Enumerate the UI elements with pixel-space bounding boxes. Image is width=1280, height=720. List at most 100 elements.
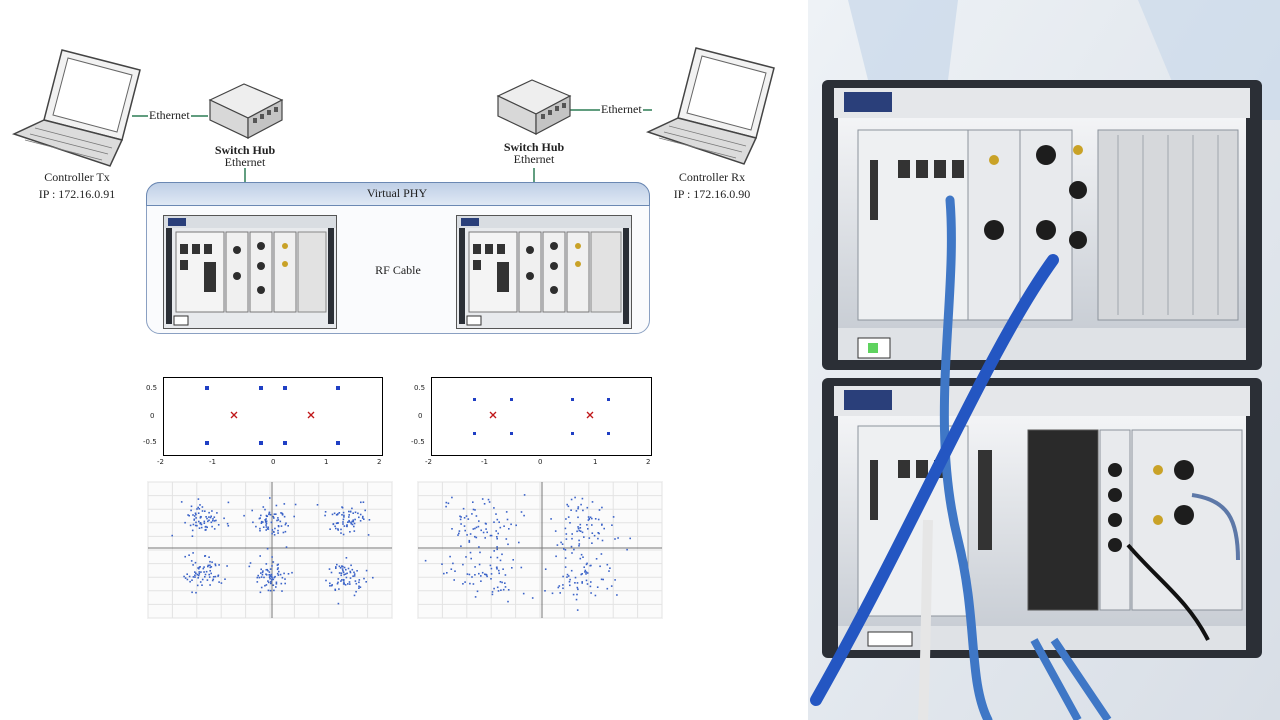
scatter-point (346, 572, 348, 575)
scatter-point (206, 579, 209, 581)
scatter-point (343, 573, 345, 576)
scatter-point (576, 582, 579, 584)
scatter-point (564, 557, 567, 559)
scatter-point (480, 580, 482, 582)
scatter-point (467, 518, 470, 520)
scatter-point (579, 523, 582, 526)
scatter-point (484, 522, 487, 525)
scatter-point (577, 588, 579, 591)
scatter-point (343, 579, 345, 581)
scatter-point (351, 520, 353, 523)
scatter-point (490, 534, 493, 537)
scatter-point (531, 597, 534, 599)
scatter-point (208, 516, 210, 518)
scatter-point (587, 516, 590, 518)
scatter-point (466, 534, 468, 536)
scatter-point (346, 524, 348, 526)
constellation-right-markers (473, 398, 610, 435)
scatter-point (194, 576, 196, 578)
constellation-left-markers (205, 386, 340, 445)
scatter-point (180, 501, 183, 503)
scatter-point (199, 517, 202, 519)
scatter-point (348, 516, 350, 518)
scatter-point (259, 591, 262, 594)
scatter-point (575, 510, 578, 512)
scatter-point (584, 569, 587, 572)
scatter-point (597, 537, 599, 540)
chassis-rx-modules (457, 216, 631, 328)
scatter-point (268, 574, 270, 576)
scatter-point (601, 506, 603, 509)
scatter-point (498, 572, 500, 575)
scatter-point (362, 515, 364, 518)
scatter-point (614, 538, 616, 540)
scatter-point (214, 564, 217, 567)
scatter-point (523, 494, 526, 496)
scatter-point (281, 576, 284, 579)
scatter-point (505, 511, 508, 513)
scatter-point (190, 505, 193, 508)
scatter-point (335, 566, 337, 568)
scatter-point (194, 561, 197, 564)
scatter-point (550, 518, 552, 520)
scatter-point (349, 577, 352, 579)
ethernet-cable-upper (939, 195, 993, 720)
scatter-point (591, 501, 594, 503)
scatter-point (255, 525, 257, 528)
scatter-point (276, 564, 279, 566)
scatter-point (259, 527, 261, 530)
scatter-point (209, 560, 211, 563)
scatter-point (586, 524, 588, 526)
scatter-point (197, 506, 199, 509)
scatter-point (475, 526, 478, 529)
scatter-point (330, 584, 333, 587)
scatter-point (626, 548, 628, 551)
scatter-point (218, 564, 220, 566)
scatter-point (459, 518, 462, 521)
scatter-point (352, 512, 354, 514)
scatter-point (367, 534, 370, 536)
scatter-point (265, 522, 268, 525)
scatter-point (349, 531, 351, 533)
scatter-point (446, 572, 448, 574)
scatter-point (171, 534, 173, 537)
scatter-point (574, 576, 577, 579)
scatter-point (274, 527, 276, 530)
scatter-point (210, 521, 213, 524)
scatter-point (190, 509, 192, 512)
scatter-point (280, 582, 283, 585)
scatter-point (493, 521, 495, 523)
scatter-point (257, 574, 259, 577)
scatter-point (493, 507, 495, 509)
scatter-point (334, 589, 337, 591)
scatter-point (489, 564, 492, 567)
scatter-point (276, 519, 278, 522)
scatter-point (341, 579, 343, 581)
scatter-point (562, 575, 564, 578)
scatter-point (465, 556, 467, 558)
scatter-point (223, 517, 225, 520)
scatter-point (265, 569, 268, 571)
scatter-point (611, 524, 613, 526)
scatter-point (489, 534, 492, 537)
scatter-point (324, 511, 327, 513)
scatter-point (277, 517, 279, 519)
scatter-point (341, 506, 344, 509)
scatter-point (522, 592, 525, 595)
scatter-point (227, 501, 230, 504)
scatter-point (598, 532, 600, 535)
scatter-point (204, 576, 206, 578)
scatter-point (265, 526, 268, 528)
scatter-point (285, 546, 288, 548)
scatter-point (617, 537, 619, 539)
scatter-point (474, 535, 476, 538)
scatter-point (586, 506, 589, 509)
scatter-point (196, 584, 199, 587)
scatter-point (544, 568, 547, 570)
scatter-point (599, 565, 601, 568)
scatter-point (490, 556, 492, 559)
scatter-point (591, 542, 593, 544)
scatter-point (354, 580, 357, 582)
scatter-point (343, 514, 345, 517)
scatter-point (340, 574, 342, 577)
